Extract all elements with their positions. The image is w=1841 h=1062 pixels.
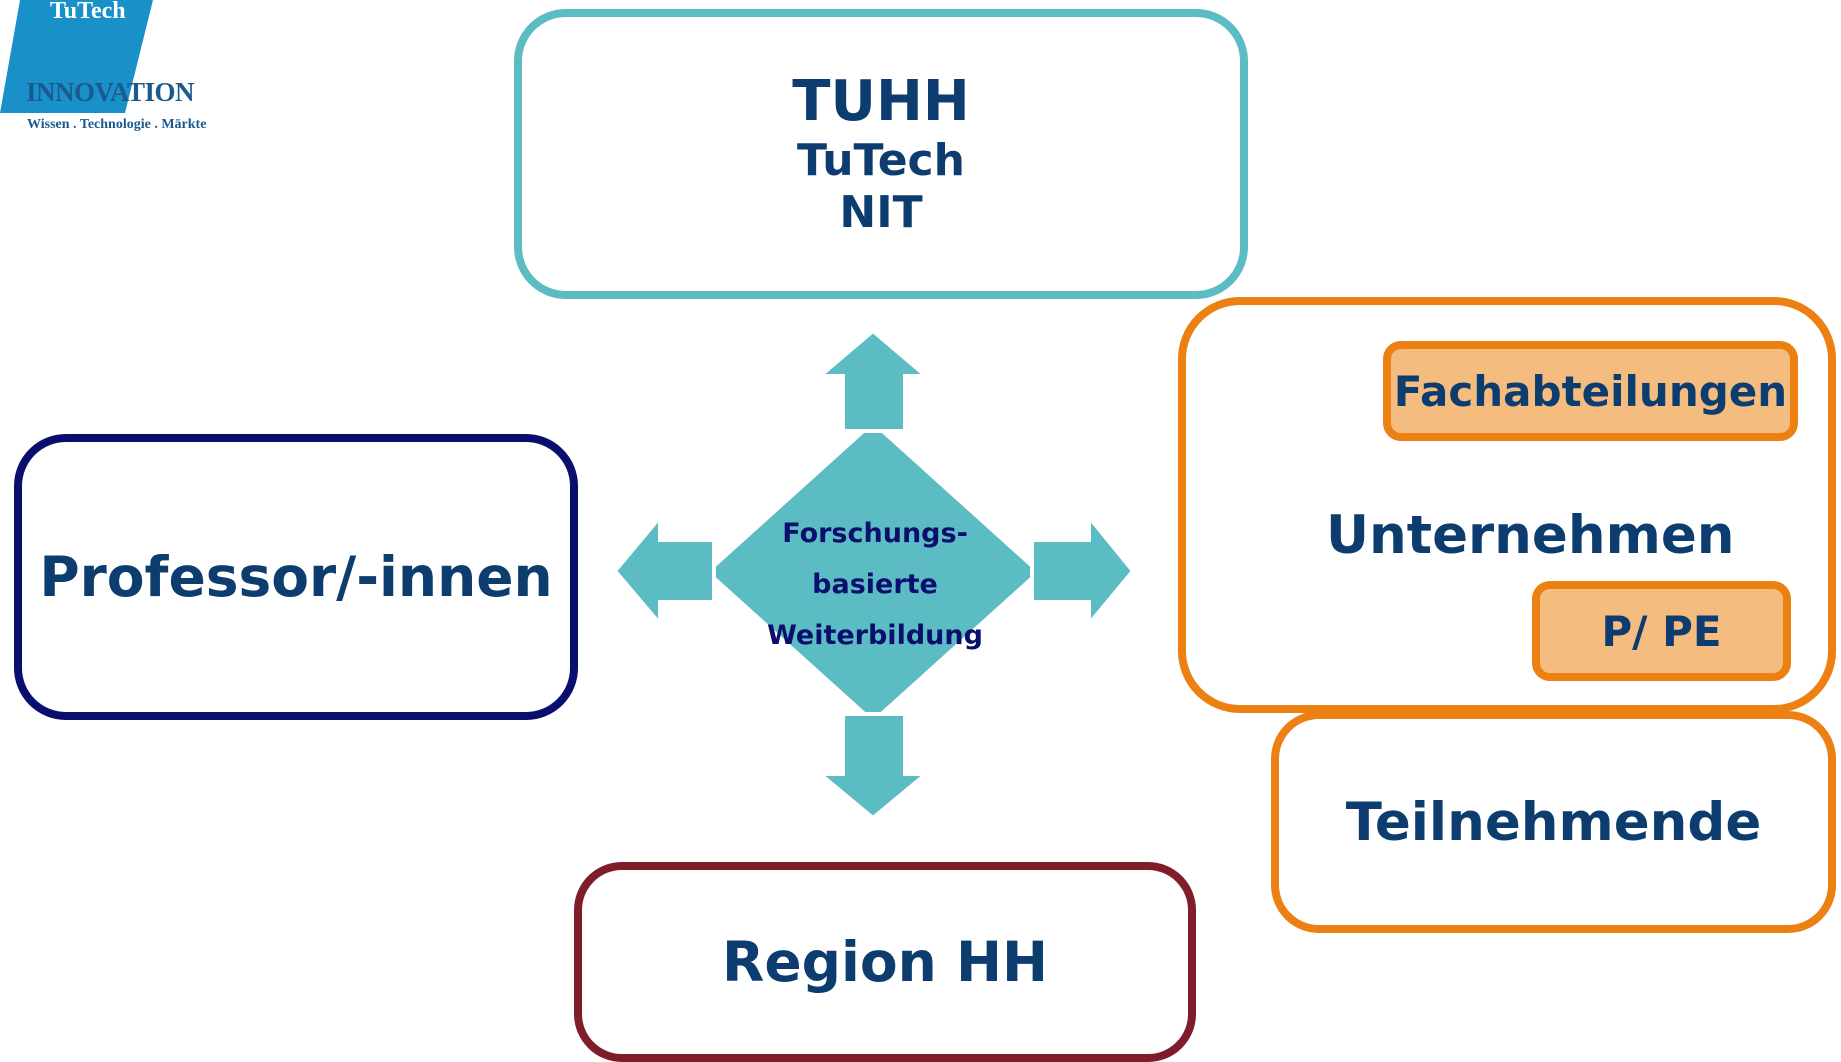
node-participants: Teilnehmende [1271,711,1836,933]
center-line2: basierte [812,569,938,600]
logo-brand-top: TuTech [50,0,126,24]
center-line3: Weiterbildung [767,620,983,651]
node-tuhh: TUHH TuTech NIT [514,9,1248,299]
node-tuhh-line2: TuTech [797,135,965,186]
node-hr-label: P/ PE [1601,606,1722,656]
node-hr: P/ PE [1532,581,1791,681]
node-professors-label: Professor/-innen [39,545,553,609]
node-professors: Professor/-innen [14,434,578,720]
node-companies-label: Unternehmen [1326,505,1735,566]
logo-shape [0,0,153,113]
node-departments-label: Fachabteilungen [1393,366,1788,416]
center-diamond [710,425,1036,719]
arrow-left [612,511,716,630]
node-region-label: Region HH [721,930,1049,994]
logo-tagline: Wissen . Technologie . Märkte [27,117,207,132]
node-departments: Fachabteilungen [1383,341,1798,441]
arrow-right [1030,511,1136,630]
node-tuhh-line1: TUHH [792,69,970,134]
arrow-up [814,328,932,433]
center-line1: Forschungs- [782,518,968,549]
center-label: Forschungs- basierte Weiterbildung [730,508,1020,661]
node-region: Region HH [574,862,1196,1062]
node-participants-label: Teilnehmende [1345,791,1762,853]
arrow-down [814,712,932,821]
tutech-logo: TuTech INNOVATION Wissen . Technologie .… [0,0,230,140]
logo-brand-main: INNOVATION [26,77,195,107]
node-tuhh-line3: NIT [839,187,923,238]
